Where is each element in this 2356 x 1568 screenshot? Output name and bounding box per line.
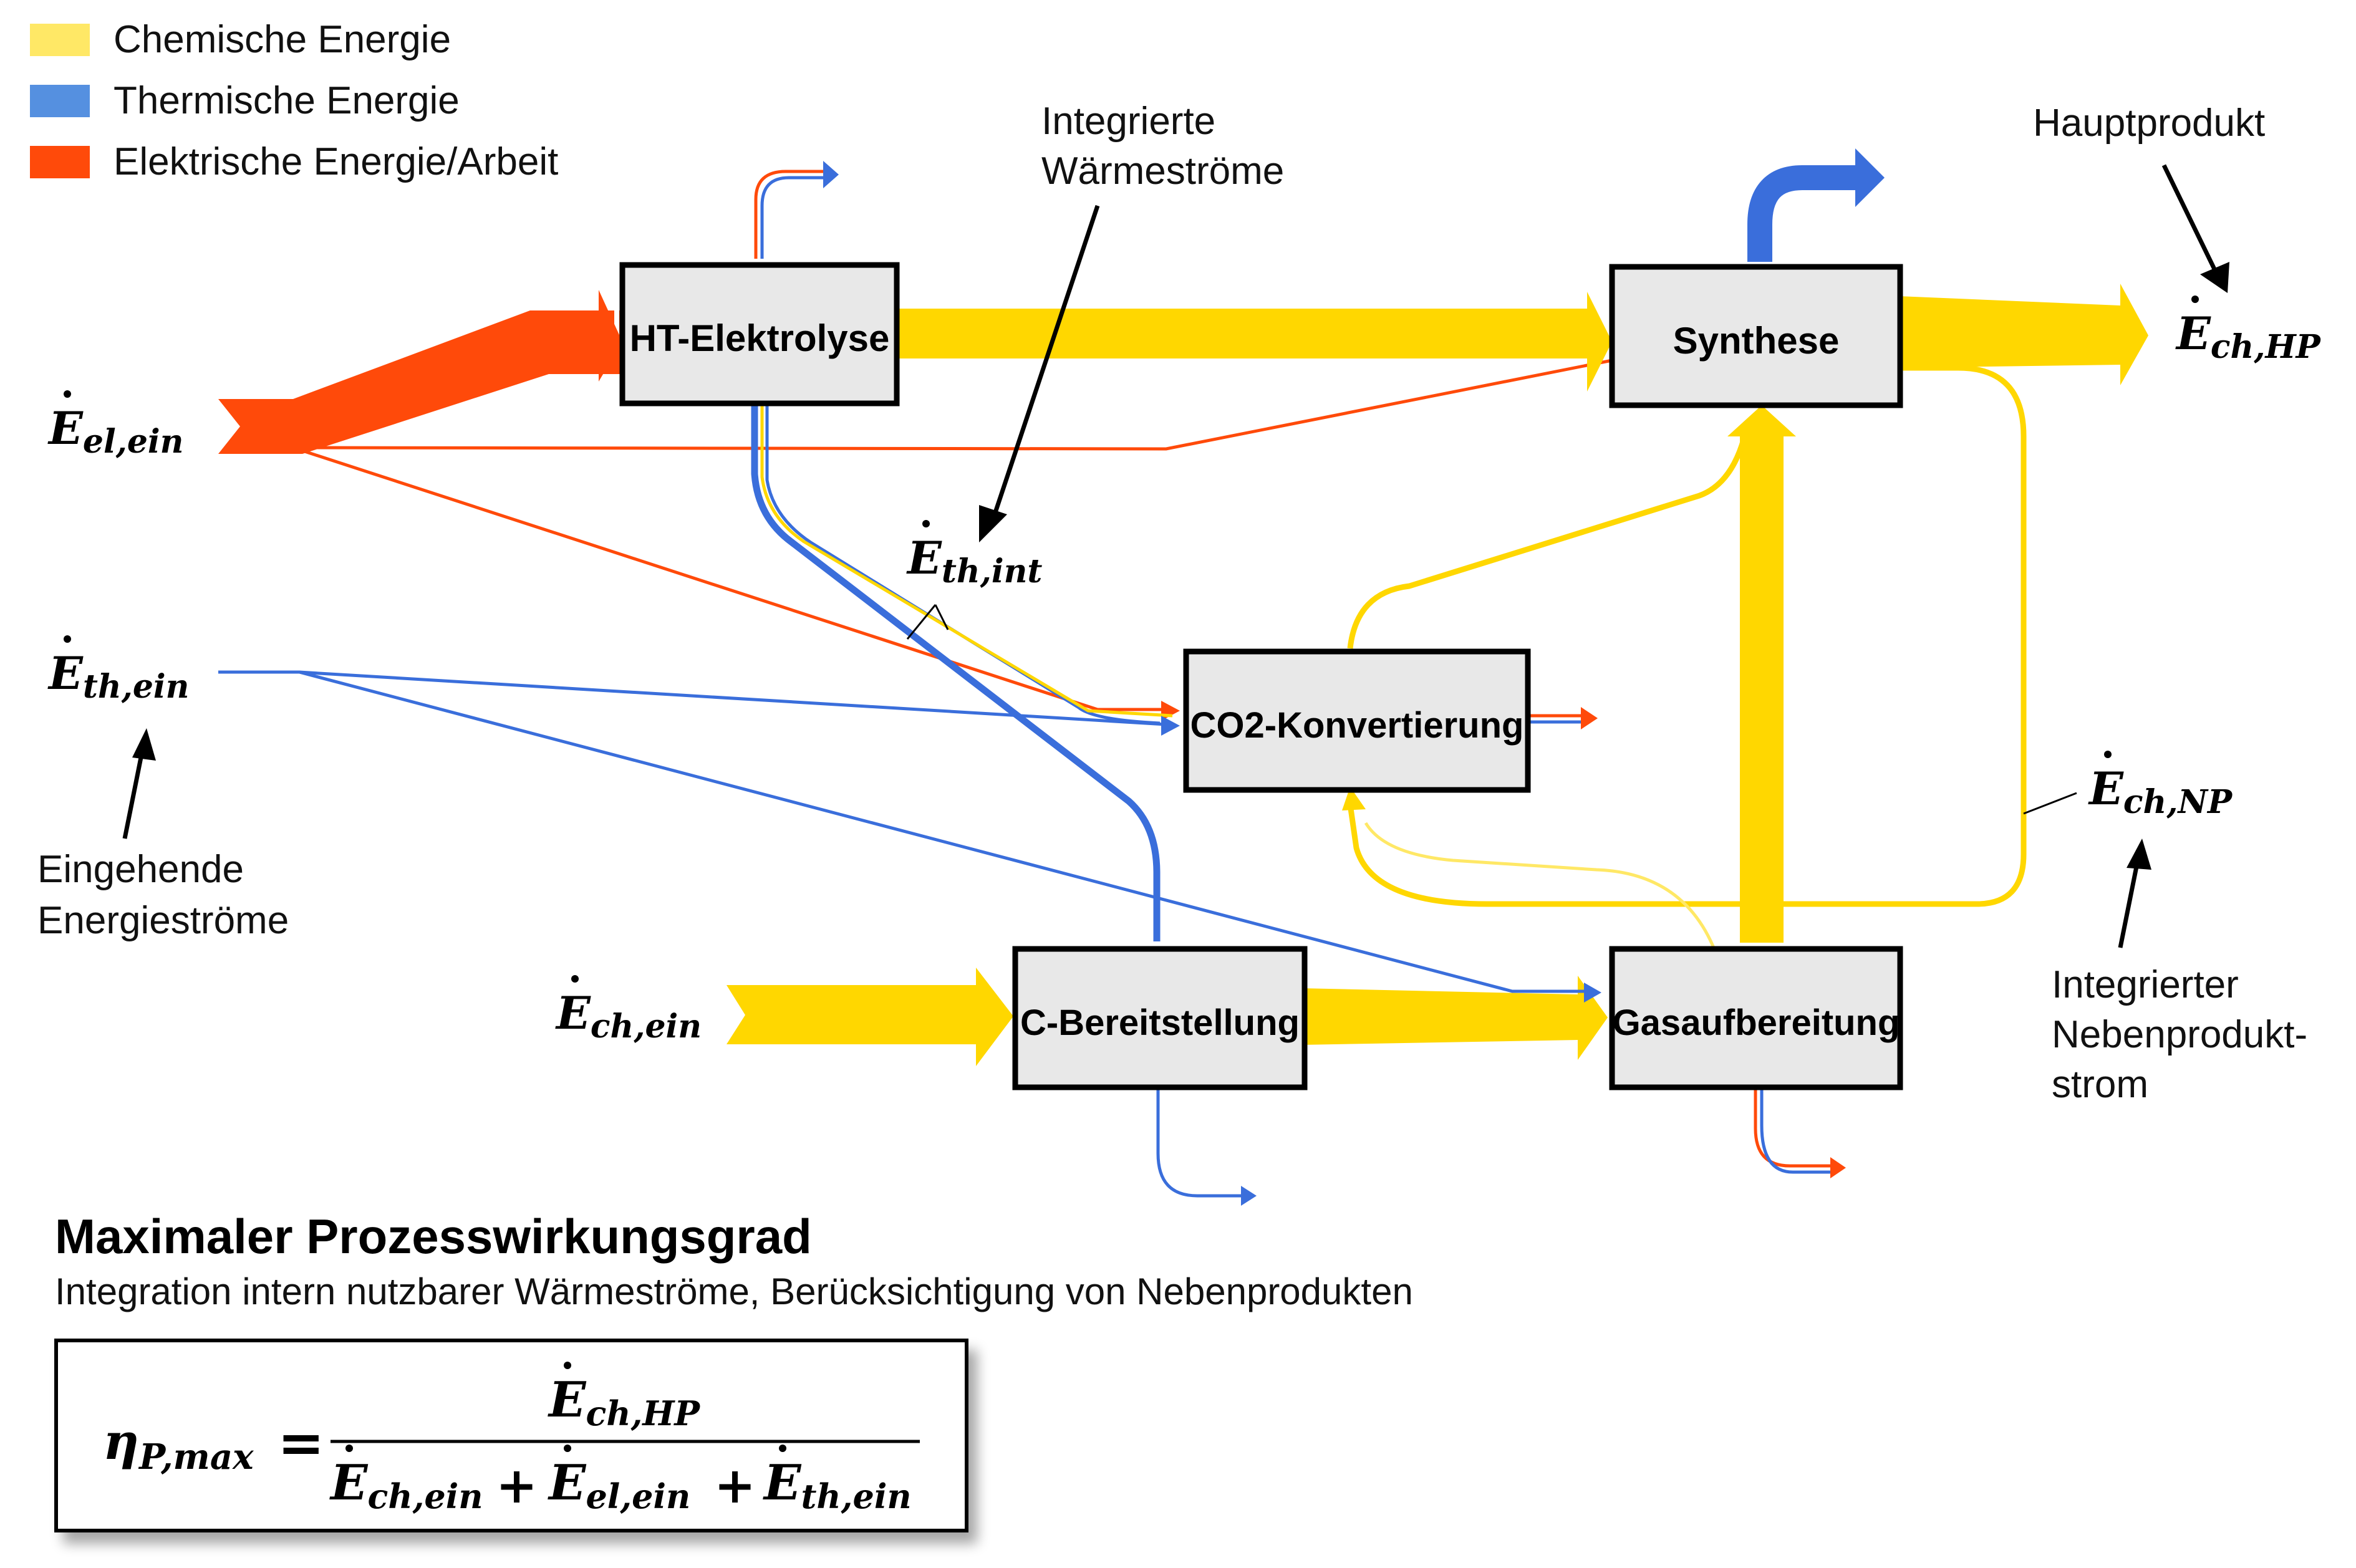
svg-text:+: + (714, 1456, 756, 1514)
box-label-gasaufbereitung: Gasaufbereitung (1613, 1003, 1900, 1043)
flow-thermal-input-to-co2 (218, 670, 1167, 726)
formula-numerator: Ech,HP (548, 1362, 700, 1433)
svg-text:Eth,ein: Eth,ein (47, 647, 189, 706)
legend-swatch-chemical (30, 24, 90, 56)
flow-chem-co2-to-synthese (1347, 429, 1749, 649)
annotation-integrierte-waermestroeme: Integrierte Wärmeströme (906, 100, 1284, 640)
svg-text:Ech,HP: Ech,HP (2175, 307, 2322, 366)
legend-swatch-thermal (30, 85, 90, 117)
svg-text:Energieströme: Energieströme (37, 899, 289, 942)
svg-text:Integrierter: Integrierter (2052, 963, 2239, 1006)
efficiency-section: Maximaler Prozesswirkungsgrad Integratio… (54, 1209, 1413, 1532)
box-gasaufbereitung[interactable]: Gasaufbereitung (1609, 946, 1903, 1090)
legend-swatch-electrical (30, 146, 90, 178)
symbol-e-el-ein: Eel,ein (47, 390, 183, 461)
annotations: Integrierte Wärmeströme Hauptprodukt Ein… (37, 100, 2307, 1106)
flow-thermal-input-to-gas (299, 670, 1587, 993)
flow-chem-hauptprodukt (1899, 284, 2148, 385)
flow-chem-elektrolyse-to-co2 (760, 405, 1173, 718)
legend-label-thermal: Thermische Energie (113, 79, 460, 122)
svg-text:Nebenprodukt-: Nebenprodukt- (2052, 1013, 2307, 1056)
flow-thermal-co2-arrowhead (1161, 716, 1180, 736)
svg-text:Eingehende: Eingehende (37, 848, 244, 891)
efficiency-title: Maximaler Prozesswirkungsgrad (55, 1209, 812, 1264)
formula-lhs: ηP,max (103, 1412, 254, 1478)
svg-text:+: + (496, 1456, 538, 1514)
svg-text:Ech,HP: Ech,HP (548, 1372, 700, 1433)
svg-text:Ech,ein: Ech,ein (555, 986, 702, 1046)
process-boxes: HT-Elektrolyse Synthese CO2-Konvertierun… (619, 262, 1903, 1090)
outlet-synthese-top (1747, 148, 1885, 262)
annotation-hauptprodukt: Hauptprodukt (2033, 102, 2265, 293)
box-label-c-bereitstellung: C-Bereitstellung (1020, 1003, 1300, 1043)
flow-chem-elektrolyse-to-synthese (898, 292, 1612, 392)
svg-text:Ech,ein: Ech,ein (329, 1455, 483, 1516)
flow-chem-to-co2-thin (1364, 822, 1717, 951)
annotation-integrierter-nebenproduktstrom: Integrierter Nebenprodukt- strom (2023, 792, 2307, 1106)
svg-text:Eth,int: Eth,int (906, 531, 1042, 590)
symbol-e-ch-ein: Ech,ein (555, 975, 702, 1046)
flow-thermal-elektrolyse-to-co2 (765, 405, 1161, 725)
svg-text:Wärmeströme: Wärmeströme (1041, 150, 1284, 193)
formula-equals: = (278, 1410, 324, 1476)
svg-text:Eth,ein: Eth,ein (763, 1455, 912, 1516)
flow-chem-cbereit-to-gas (1300, 976, 1608, 1060)
formula: ηP,max = Ech,HP Ech,ein + Eel,ein + Eth,… (103, 1362, 920, 1516)
svg-text:Hauptprodukt: Hauptprodukt (2033, 102, 2265, 145)
symbol-e-ch-np: Ech,NP (2088, 751, 2233, 821)
legend-label-chemical: Chemische Energie (113, 18, 451, 61)
box-synthese[interactable]: Synthese (1609, 264, 1903, 408)
svg-text:Ech,NP: Ech,NP (2088, 762, 2233, 821)
box-co2-konvertierung[interactable]: CO2-Konvertierung (1183, 648, 1531, 793)
flow-electric-arrowhead (530, 290, 622, 382)
flow-chem-gas-to-synthese (1727, 405, 1796, 943)
box-ht-elektrolyse[interactable]: HT-Elektrolyse (619, 262, 900, 406)
flow-chem-input (727, 968, 1013, 1066)
legend-label-electrical: Elektrische Energie/Arbeit (113, 140, 558, 183)
flow-electric-to-elektrolyse (218, 310, 620, 454)
box-c-bereitstellung[interactable]: C-Bereitstellung (1012, 946, 1308, 1090)
svg-text:Eel,ein: Eel,ein (47, 402, 183, 461)
box-label-co2-konvertierung: CO2-Konvertierung (1190, 705, 1524, 746)
outlet-elektrolyse-top (754, 161, 839, 259)
flow-electric-to-synthese (292, 358, 1613, 451)
svg-text:Integrierte: Integrierte (1041, 100, 1215, 143)
outlet-cbereit-bottom (1156, 1090, 1257, 1206)
flows (218, 148, 2148, 1206)
efficiency-subtitle: Integration intern nutzbarer Wärmeströme… (55, 1271, 1413, 1312)
outlet-co2-right (1526, 707, 1598, 729)
flow-chem-co2-arrowhead (1342, 787, 1366, 810)
symbol-e-ch-hp: Ech,HP (2175, 296, 2322, 366)
box-label-synthese: Synthese (1673, 320, 1840, 362)
symbol-e-th-ein: Eth,ein (47, 635, 189, 706)
formula-box (54, 1339, 968, 1532)
flow-chem-nebenprodukt-loop (1347, 365, 2027, 907)
annotation-eingehende-energiestroeme: Eingehende Energieströme (37, 728, 289, 942)
svg-text:strom: strom (2052, 1063, 2148, 1106)
flow-thermal-elektrolyse-to-cbereit (751, 405, 1161, 941)
legend: Chemische Energie Thermische Energie Ele… (30, 18, 558, 183)
flow-thermal-gas-arrowhead (1584, 983, 1601, 1003)
energy-symbols: Eel,ein Eth,ein Ech,ein Eth,int Ech,HP E… (47, 296, 2322, 1046)
flow-electric-to-co2 (292, 446, 1171, 711)
box-label-ht-elektrolyse: HT-Elektrolyse (630, 317, 890, 359)
formula-denominator: Ech,ein + Eel,ein + Eth,ein (329, 1445, 912, 1516)
svg-text:Eel,ein: Eel,ein (548, 1455, 690, 1516)
symbol-e-th-int: Eth,int (906, 520, 1042, 590)
outlet-gas-bottom (1754, 1088, 1846, 1178)
